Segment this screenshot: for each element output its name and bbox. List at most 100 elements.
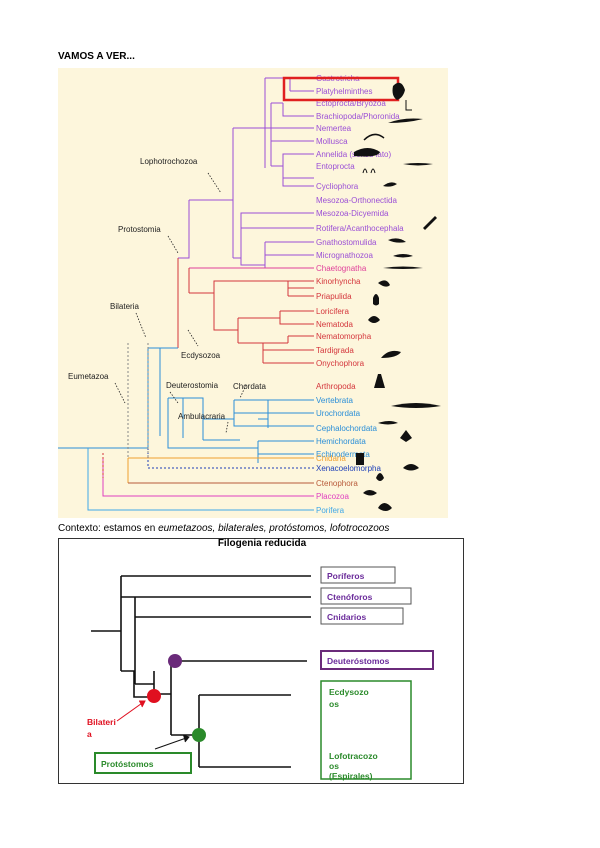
taxon-label: Nematomorpha [316,332,372,341]
taxon-label: Kinorhyncha [316,277,361,286]
sponge-silhouette-icon [378,503,392,511]
taxon-label: Nematoda [316,320,353,329]
protostomia-node [192,728,206,742]
label-ecdysozoa: Ecdysozoa [181,351,221,360]
taxon-label: Porifera [316,506,345,515]
taxon-label: Priapulida [316,292,352,301]
taxon-label: Cnidaria [316,454,346,463]
taxon-label: Urochordata [316,409,361,418]
taxon-label: Nemertea [316,124,352,133]
taxon-label: Rotifera/Acanthocephala [316,224,404,233]
label-chordata: Chordata [233,382,266,391]
context-term-bilaterales: bilaterales, [218,523,267,534]
taxon-label: Hemichordata [316,437,366,446]
taxon-label: Cephalochordata [316,424,377,433]
taxon-label: Arthropoda [316,382,356,391]
label-bilateria: Bilateria [110,302,139,311]
brachiopod-silhouette-icon [388,118,423,123]
taxon-label: Ectoprocta/Bryozoa [316,99,386,108]
label-lophotrochozoa: Lophotrochozoa [140,157,198,166]
lofotrocozoos-label-line1: Lofotracozo [329,751,378,761]
taxon-label: Platyhelminthes [316,87,372,96]
taxon-label: Onychophora [316,359,365,368]
taxon-label: Chaetognatha [316,264,367,273]
ecdysozoa-branches [188,268,314,364]
flatworm-silhouette-icon [392,82,405,100]
phylogeny-tree: Lophotrochozoa Protostomia Bilateria Eum… [58,74,441,515]
taxon-label: Vertebrata [316,396,353,405]
reduced-phylogeny-panel: Filogenia reducida [58,538,464,784]
ctenoforos-label: Ctenóforos [327,592,373,602]
taxon-label: Ctenophora [316,479,358,488]
gnathostomulid-silhouette-icon [388,238,406,243]
chaetognath-silhouette-icon [383,266,423,269]
reduced-phylogeny-title: Filogenia reducida [217,538,307,549]
label-ambulacraria: Ambulacraria [178,412,226,421]
group-label-leaders [114,172,247,434]
label-protostomia: Protostomia [118,225,161,234]
ctenoforos-box [320,587,412,605]
rotifer-silhouette-icon [423,216,437,230]
bryozoan-silhouette-icon [405,100,412,111]
page-heading: VAMOS A VER... [58,51,135,62]
bilateria-label-line1: Bilateri [87,717,116,727]
deuterostomos-label: Deuteróstomos [327,656,390,666]
organism-silhouettes [354,82,441,511]
cnidarian-silhouette-icon [356,453,364,465]
cnidarios-label: Cnidarios [327,612,366,622]
protostomia-stem [178,200,190,259]
poriferos-label: Poríferos [327,571,365,581]
context-caption: Contexto: estamos en eumetazoos, bilater… [58,523,389,534]
metazoan-phylogeny-panel: Lophotrochozoa Protostomia Bilateria Eum… [58,68,448,518]
taxon-label: Gnathostomulida [316,238,377,247]
lofotrocozoos-label-line3: (Espirales) [329,771,373,781]
entoproct-silhouette-icon [362,168,376,174]
kinorhynch-silhouette-icon [378,280,390,287]
taxon-label: Mesozoa-Dicyemida [316,209,389,218]
bilateria-arrow [116,700,146,722]
context-term-protostomos: protóstomos, [269,523,328,534]
protostomia-arrow [154,734,190,750]
cycliophoran-silhouette-icon [383,182,397,187]
taxon-label: Placozoa [316,492,349,501]
taxon-label: Micrognathozoa [316,251,373,260]
poriferos-box [320,566,396,584]
taxon-label: Annelida (sensu lato) [316,150,391,159]
vertebrate-silhouette-icon [374,374,385,388]
deuterostomia-node [168,654,182,668]
protostome-clades-box [320,680,412,780]
priapulid-silhouette-icon [373,294,379,306]
cnidarios-box [320,607,404,625]
bilateria-node [147,689,161,703]
reduced-phylogeny-tree: Poríferos Ctenóforos Cnidarios Deuteróst… [87,566,434,781]
xenacoelomorph-silhouette-icon [403,464,419,471]
hemichordate-silhouette-icon [378,421,398,425]
taxon-label: Echinodermata [316,450,370,459]
context-prefix: Contexto: estamos en [58,523,159,534]
taxon-label: Brachiopoda/Phoronida [316,112,400,121]
taxon-label: Cycliophora [316,182,359,191]
context-term-lofotrocozoos: lofotrocozoos [329,523,390,534]
nematode-silhouette-icon [368,316,380,323]
taxon-label: Loricifera [316,307,349,316]
lofotrocozoos-label-line2: os [329,761,339,771]
taxa-labels: GastrotrichaPlatyhelminthesEctoprocta/Br… [316,74,404,515]
basal-lineages [58,343,314,511]
cephalochordate-silhouette-icon [391,403,441,408]
placozoan-silhouette-icon [363,490,377,496]
deuterostomia-branches [159,347,314,463]
bilateria-label-line2: a [87,729,92,739]
protostomos-box [94,752,192,774]
protostomos-label: Protóstomos [101,759,154,769]
context-term-eumetazoos: eumetazoos, [158,523,216,534]
deuterostomos-box [320,650,434,670]
micrognathozoan-silhouette-icon [393,254,413,258]
lophotrochozoa-branches [189,77,314,269]
arthropod-silhouette-icon [381,350,401,358]
taxon-label: Entoprocta [316,162,355,171]
taxon-label: Mesozoa-Orthonectida [316,196,397,205]
ecdysozoos-label-line1: Ecdysozo [329,687,369,697]
label-deuterostomia: Deuterostomia [166,381,219,390]
ecdysozoos-label-line2: os [329,699,339,709]
taxon-label: Xenacoelomorpha [316,464,381,473]
